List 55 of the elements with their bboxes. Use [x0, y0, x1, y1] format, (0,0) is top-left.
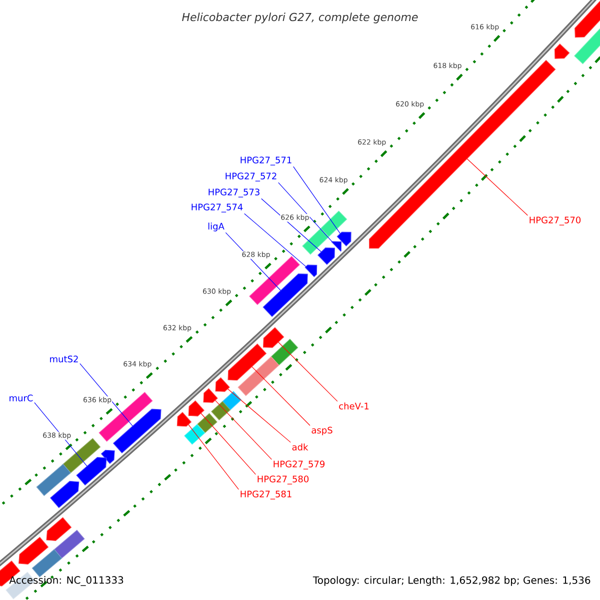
gene-bar — [32, 549, 62, 578]
gene-label: murC — [10, 394, 33, 402]
gene-label: HPG27_570 — [530, 216, 581, 226]
gene-feature — [76, 456, 107, 486]
leader-line — [293, 166, 341, 234]
gene-bar — [302, 228, 329, 255]
gene-feature — [554, 44, 570, 59]
gene-label: HPG27_580 — [258, 476, 309, 484]
gene-feature — [50, 480, 80, 508]
gene-feature — [203, 388, 218, 403]
gene-bar — [211, 400, 231, 420]
gene-label: HPG27_581 — [240, 490, 292, 500]
leader-line — [80, 363, 133, 426]
gene-feature — [262, 274, 308, 317]
gene-label: HPG27_571 — [240, 156, 292, 166]
gene-feature — [188, 400, 204, 416]
accession-text: Accession: NC_011333 — [9, 576, 124, 586]
leader-line — [278, 342, 338, 402]
gene-feature — [215, 377, 230, 392]
gene-feature — [574, 0, 600, 38]
gene-label: HPG27_579 — [274, 460, 325, 470]
gene-feature — [46, 517, 72, 542]
leader-line — [261, 198, 322, 252]
leader-line — [278, 182, 332, 242]
gene-label: mutS2 — [50, 356, 78, 362]
leader-line — [34, 402, 88, 466]
gene-label: aspS — [312, 426, 332, 436]
gene-label: HPG27_573 — [208, 188, 260, 198]
gene-feature — [228, 343, 267, 381]
gene-bar — [270, 338, 298, 366]
gene-label: ligA — [208, 222, 224, 232]
gene-bar — [184, 424, 206, 445]
gene-feature — [317, 248, 335, 265]
gene-feature — [112, 408, 162, 454]
leader-line — [188, 424, 239, 490]
leader-line — [252, 366, 310, 426]
gene-label: HPG27_572 — [226, 172, 276, 182]
gene-feature — [336, 232, 352, 246]
leader-line — [244, 213, 306, 267]
gene-label: adk — [292, 444, 308, 450]
title: Helicobacter pylori G27, complete genome — [182, 12, 418, 24]
gene-feature — [176, 412, 192, 427]
gene-bar — [98, 392, 153, 442]
leader-line — [227, 388, 291, 443]
leader-line — [225, 232, 282, 291]
leader-line — [214, 400, 272, 460]
gene-bar — [574, 26, 600, 64]
gene-feature — [100, 450, 115, 464]
leader-line — [466, 158, 528, 216]
gene-label: HPG27_574 — [192, 204, 243, 212]
leader-line — [200, 412, 256, 475]
gene-feature — [331, 241, 342, 252]
genome-info-text: Topology: circular; Length: 1,652,982 bp; Genes: 1,536 — [312, 576, 590, 586]
gene-label: cheV-1 — [339, 402, 369, 410]
gene-feature — [304, 264, 318, 278]
